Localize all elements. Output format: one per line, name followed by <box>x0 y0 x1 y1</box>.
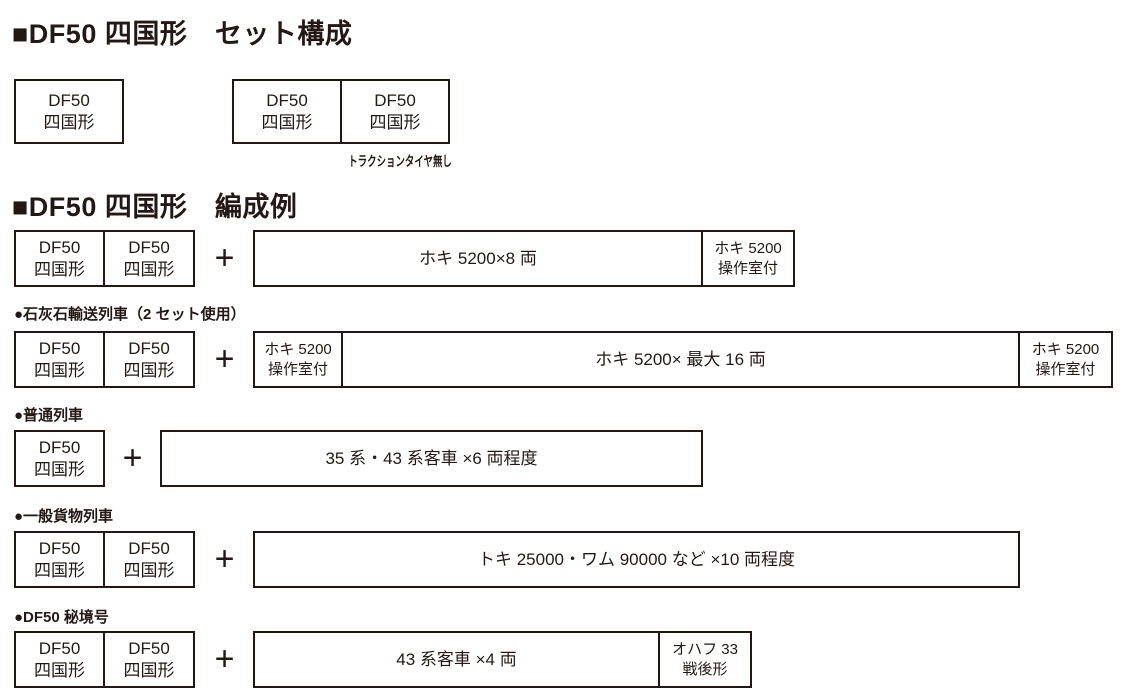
car-box: ホキ 5200 操作室付 <box>1018 331 1113 388</box>
formation-label: ●DF50 秘境号 <box>14 609 109 626</box>
plus-sign: + <box>214 540 235 578</box>
car-box: 35 系・43 系客車 ×6 両程度 <box>160 430 703 487</box>
loco-box: DF50 四国形 <box>14 531 105 588</box>
loco-box: DF50 四国形 <box>14 631 105 688</box>
car-box: ホキ 5200 操作室付 <box>253 331 343 388</box>
loco-box: DF50 四国形 <box>103 631 195 688</box>
formation-label: ●石灰石輸送列車（2 セット使用） <box>14 306 246 323</box>
set-box-pair-left-line2: 四国形 <box>261 112 313 132</box>
car-box: ホキ 5200×8 両 <box>253 230 703 287</box>
set-section-heading: ■DF50 四国形 セット構成 <box>12 19 353 49</box>
loco-box: DF50 四国形 <box>14 430 105 487</box>
loco-box: DF50 四国形 <box>14 331 105 388</box>
set-box-pair-left-line1: DF50 <box>266 90 308 110</box>
set-box-pair-right-line2: 四国形 <box>369 112 421 132</box>
traction-tire-note: トラクションタイヤ無し <box>348 154 452 169</box>
loco-box: DF50 四国形 <box>14 230 105 287</box>
plus-sign: + <box>122 439 143 477</box>
car-box: ホキ 5200 操作室付 <box>701 230 795 287</box>
set-box-single: DF50 四国形 <box>14 79 124 144</box>
loco-box: DF50 四国形 <box>103 230 195 287</box>
plus-sign: + <box>214 340 235 378</box>
car-box: 43 系客車 ×4 両 <box>253 631 660 688</box>
formation-label: ●一般貨物列車 <box>14 508 114 525</box>
set-box-pair-right: DF50 四国形 <box>340 79 450 144</box>
set-box-single-line2: 四国形 <box>43 112 95 132</box>
set-box-pair-right-line1: DF50 <box>374 90 416 110</box>
loco-box: DF50 四国形 <box>103 531 195 588</box>
set-box-single-line1: DF50 <box>48 90 90 110</box>
car-box: トキ 25000・ワム 90000 など ×10 両程度 <box>253 531 1020 588</box>
car-box: オハフ 33 戦後形 <box>658 631 752 688</box>
plus-sign: + <box>214 239 235 277</box>
set-box-pair-left: DF50 四国形 <box>232 79 342 144</box>
loco-box: DF50 四国形 <box>103 331 195 388</box>
formation-label: ●普通列車 <box>14 407 84 424</box>
plus-sign: + <box>214 640 235 678</box>
formation-section-heading: ■DF50 四国形 編成例 <box>12 192 298 222</box>
car-box: ホキ 5200× 最大 16 両 <box>341 331 1020 388</box>
